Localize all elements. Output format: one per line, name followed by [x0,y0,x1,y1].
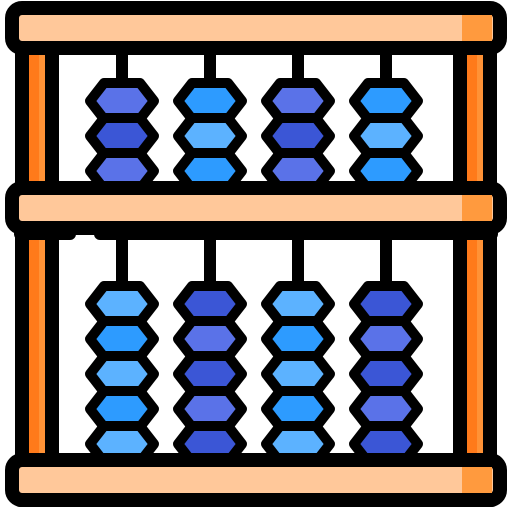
bottom-bar [5,453,507,507]
top-bar [5,1,507,55]
left-post-stripe [29,40,39,468]
frame-bars [5,1,507,507]
middle-bar [5,181,507,240]
right-post-stripe [467,40,477,468]
beads [85,78,423,467]
rods [116,48,392,460]
